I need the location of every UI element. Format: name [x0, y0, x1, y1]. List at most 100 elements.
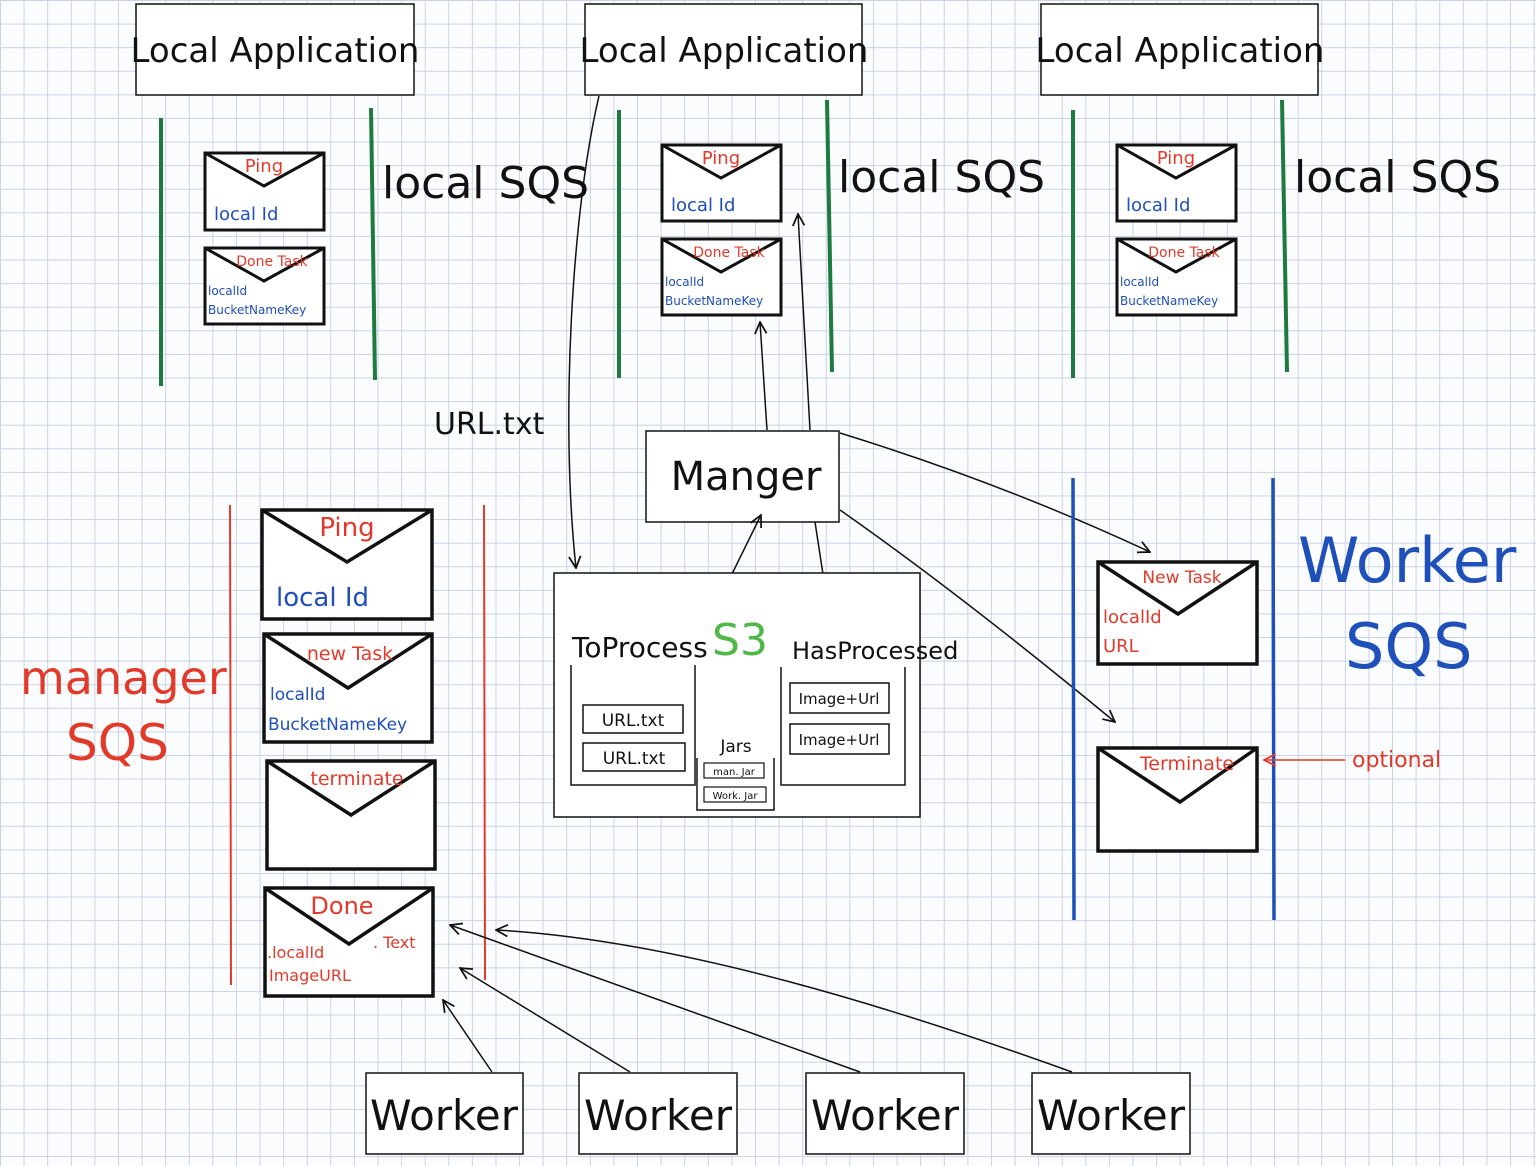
manager-to-local-sqs-arrow [760, 322, 768, 431]
message-body: localId [1103, 607, 1162, 628]
to-process-folder: ToProcess URL.txt URL.txt [570, 631, 708, 786]
manager-sqs-label: manager [20, 651, 227, 705]
manager-box [645, 430, 840, 523]
file-box [703, 786, 767, 803]
local-sqs-label: local SQS [838, 152, 1045, 203]
local-app-box [584, 3, 863, 96]
folder-title: ToProcess [571, 631, 708, 664]
message-extra: . Text [373, 933, 416, 952]
message-header: terminate [310, 768, 403, 790]
worker-node-3: Worker [805, 1072, 965, 1155]
message-body: .localId [267, 943, 324, 962]
manager-sqs-label: SQS [66, 714, 169, 772]
message-body: localId [270, 685, 325, 705]
message-body: local Id [276, 583, 369, 613]
manager-sqs: manager SQS Ping local Id new Task local… [20, 504, 486, 998]
s3-label: S3 [712, 615, 768, 666]
envelope-done-task: Done Task localId BucketNameKey [1115, 237, 1238, 317]
worker-label: Worker [584, 1091, 733, 1140]
envelope-terminate: terminate [265, 759, 437, 871]
envelope-done-task: Done Task localId BucketNameKey [660, 237, 783, 317]
s3-bucket: S3 ToProcess URL.txt URL.txt Jars man. J… [553, 572, 958, 818]
message-body: localId [665, 275, 704, 289]
local-app-title: Local Application [131, 31, 420, 71]
worker-to-done-arrow [443, 1000, 493, 1073]
envelope-new-task: New Task localId URL [1096, 560, 1259, 666]
workers: Worker Worker Worker Worker [365, 1072, 1191, 1155]
optional-label: optional [1352, 748, 1441, 773]
worker-sqs-label: Worker [1298, 524, 1517, 597]
file-name: Image+Url [799, 690, 880, 708]
message-header: Done Task [693, 245, 765, 261]
message-body: URL [1103, 636, 1139, 657]
local-sqs-label: local SQS [1294, 152, 1501, 203]
message-body: ImageURL [269, 966, 351, 985]
message-body: BucketNameKey [208, 303, 306, 317]
worker-sqs-label: SQS [1345, 610, 1473, 683]
message-header: new Task [307, 643, 393, 665]
local-application-2: Local Application local SQS Ping local I… [580, 3, 1045, 378]
file-name: URL.txt [602, 711, 665, 731]
envelope-done-task: Done Task localId BucketNameKey [203, 246, 326, 326]
file-name: URL.txt [603, 749, 666, 769]
message-body: local Id [671, 195, 735, 216]
file-name: Image+Url [799, 731, 880, 749]
message-body: BucketNameKey [1120, 294, 1218, 308]
worker-node-2: Worker [578, 1072, 738, 1155]
message-body: localId [1120, 275, 1159, 289]
worker-label: Worker [811, 1091, 960, 1140]
message-header: Ping [319, 513, 374, 543]
message-header: Done Task [1148, 245, 1220, 261]
file-box [789, 682, 890, 714]
folder-title: HasProcessed [792, 637, 958, 665]
queue-line-left [1071, 477, 1076, 921]
envelope-ping: Ping local Id [660, 143, 783, 223]
envelope-terminate: Terminate [1096, 746, 1259, 853]
message-header: Ping [1157, 148, 1195, 169]
worker-to-done-arrow [496, 930, 1073, 1073]
worker-sqs: Worker SQS New Task localId URL Terminat… [1071, 477, 1517, 921]
worker-label: Worker [370, 1091, 519, 1140]
manager-to-terminate-arrow [839, 509, 1115, 722]
local-application-1: Local Application local SQS Ping local I… [131, 3, 589, 386]
message-header: Done [310, 892, 373, 920]
local-app-box [1040, 3, 1319, 96]
queue-line-right [483, 504, 486, 981]
queue-line-left [229, 504, 232, 986]
manager-node: Manger [645, 430, 840, 523]
message-header: Ping [245, 156, 283, 177]
file-name: Work. Jar [713, 791, 759, 802]
envelope-done: Done . Text .localId ImageURL [263, 886, 435, 998]
jars-folder: Jars man. Jar Work. Jar [696, 737, 775, 811]
message-body: local Id [214, 204, 278, 225]
file-box [582, 742, 686, 772]
upload-arrow [568, 95, 600, 568]
local-app-title: Local Application [580, 31, 869, 71]
local-app-box [135, 3, 415, 96]
worker-to-done-arrow [460, 968, 631, 1073]
manager-to-local-sqs-arrow [798, 214, 811, 431]
manager-to-new-task-arrow [839, 432, 1150, 552]
envelope-ping: Ping local Id [260, 508, 434, 621]
queue-line-right [1271, 477, 1276, 921]
message-header: Done Task [236, 254, 308, 270]
worker-node-1: Worker [365, 1072, 524, 1155]
message-header: New Task [1142, 568, 1221, 588]
upload-label: URL.txt [434, 407, 545, 442]
message-header: Terminate [1139, 753, 1234, 775]
message-header: Ping [702, 148, 740, 169]
envelope-ping: Ping local Id [1115, 143, 1238, 223]
queue-line-right [1280, 99, 1289, 373]
message-body: BucketNameKey [665, 294, 763, 308]
worker-node-4: Worker [1031, 1072, 1191, 1155]
message-body: local Id [1126, 195, 1190, 216]
message-body: BucketNameKey [268, 715, 407, 735]
local-app-title: Local Application [1036, 31, 1325, 71]
has-processed-folder: HasProcessed Image+Url Image+Url [780, 637, 958, 786]
envelope-new-task: new Task localId BucketNameKey [262, 632, 434, 744]
file-name: man. Jar [713, 767, 756, 778]
queue-line-right [369, 107, 377, 381]
worker-label: Worker [1037, 1091, 1186, 1140]
message-body: localId [208, 284, 247, 298]
